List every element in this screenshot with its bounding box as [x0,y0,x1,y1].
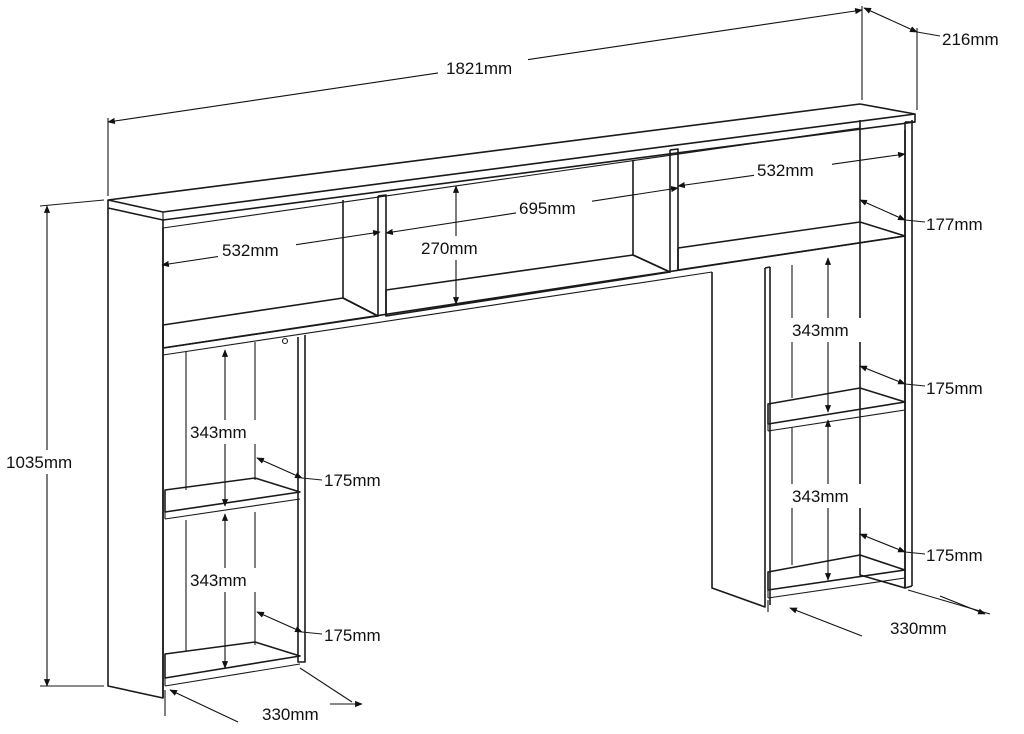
ru-height-label-bg [790,318,862,342]
depth-leader [916,31,941,37]
overall-depth-label: 216mm [942,30,999,49]
right-tower-left-panel [711,268,766,608]
top-center-compartment-floor [385,254,671,317]
right-upper-depth-leader [904,383,926,387]
right-lower-depth-label: 175mm [926,546,983,565]
overall-height-label: 1035mm [6,453,72,472]
right-tower-depth-label: 330mm [890,619,947,638]
bridge-lower-edge [162,271,713,356]
back-panel-top [162,127,861,229]
top-right-depth-line [859,199,906,221]
top-right-width-label: 532mm [757,161,814,180]
left-lower-depth-leader [301,631,323,635]
height-label-bg [4,450,94,474]
top-left-width-label: 532mm [222,241,279,260]
left-upper-height-label: 343mm [190,423,247,442]
top-left-compartment-floor [162,297,379,349]
left-upper-depth-leader [301,477,323,481]
divider-left [342,196,379,317]
right-side-foot [904,585,913,589]
ll-height-label-bg [188,568,260,592]
tc-height-label-bg [418,236,494,260]
right-bottom-ext-2 [907,589,991,615]
top-right-compartment-floor [677,221,906,271]
left-lower-height-label: 343mm [190,571,247,590]
width-label-bg [438,56,528,80]
left-tower-right-panel [297,335,306,663]
tl-width-label-bg [218,238,296,262]
right-shelf-lower-front [767,577,906,599]
left-bottom-depth-line-a [169,689,239,723]
left-shelf-lower-front [164,663,301,687]
tc-width-label-bg [516,196,592,220]
left-tower-depth-label: 330mm [262,705,319,724]
top-right-depth-leader [904,219,926,223]
right-lower-height-label: 343mm [792,487,849,506]
divider-right-front [669,148,679,270]
left-lower-depth-line [256,611,303,633]
left-upper-depth-line [256,457,303,479]
left-shelf-upper-front [164,498,301,520]
left-bottom-ext-2 [299,667,353,703]
right-upper-height-label: 343mm [792,321,849,340]
bridge-front-edge [162,235,906,349]
right-tower-shelf-lower [767,554,906,591]
left-upper-depth-label: 175mm [324,471,381,490]
right-upper-depth-label: 175mm [926,379,983,398]
right-side-panel [859,120,906,589]
dimension-labels: 1821mm 216mm 1035mm 532mm 695mm 270mm 53… [4,30,999,724]
tr-width-label-bg [754,158,832,182]
left-tower-shelf-lower [164,641,301,679]
dimension-annotations [39,6,991,723]
right-tower-shelf-upper [767,387,906,425]
top-right-depth-label: 177mm [926,215,983,234]
overall-width-label: 1821mm [446,59,512,78]
wall-mount-hole [281,337,289,345]
right-upper-depth-line [859,365,906,385]
right-bottom-depth-line-b [939,595,986,615]
left-tower-shelf-upper [164,477,301,513]
divider-right [632,150,671,273]
left-side-panel [107,208,164,699]
headboard-shelf-unit [107,103,916,699]
top-center-height-label: 270mm [421,239,478,258]
lu-height-label-bg [188,420,260,444]
left-lower-depth-label: 175mm [324,626,381,645]
right-lower-depth-leader [904,551,926,555]
right-lower-depth-line [859,533,906,553]
right-tower-panel-top [764,266,771,269]
top-center-width-label: 695mm [519,199,576,218]
height-ext-top [39,199,105,207]
right-bottom-depth-line-a [789,607,863,637]
right-shelf-upper-front [767,409,906,432]
divider-left-front [377,194,387,316]
rl-height-label-bg [790,484,862,508]
depth-dimension-line [863,7,918,33]
